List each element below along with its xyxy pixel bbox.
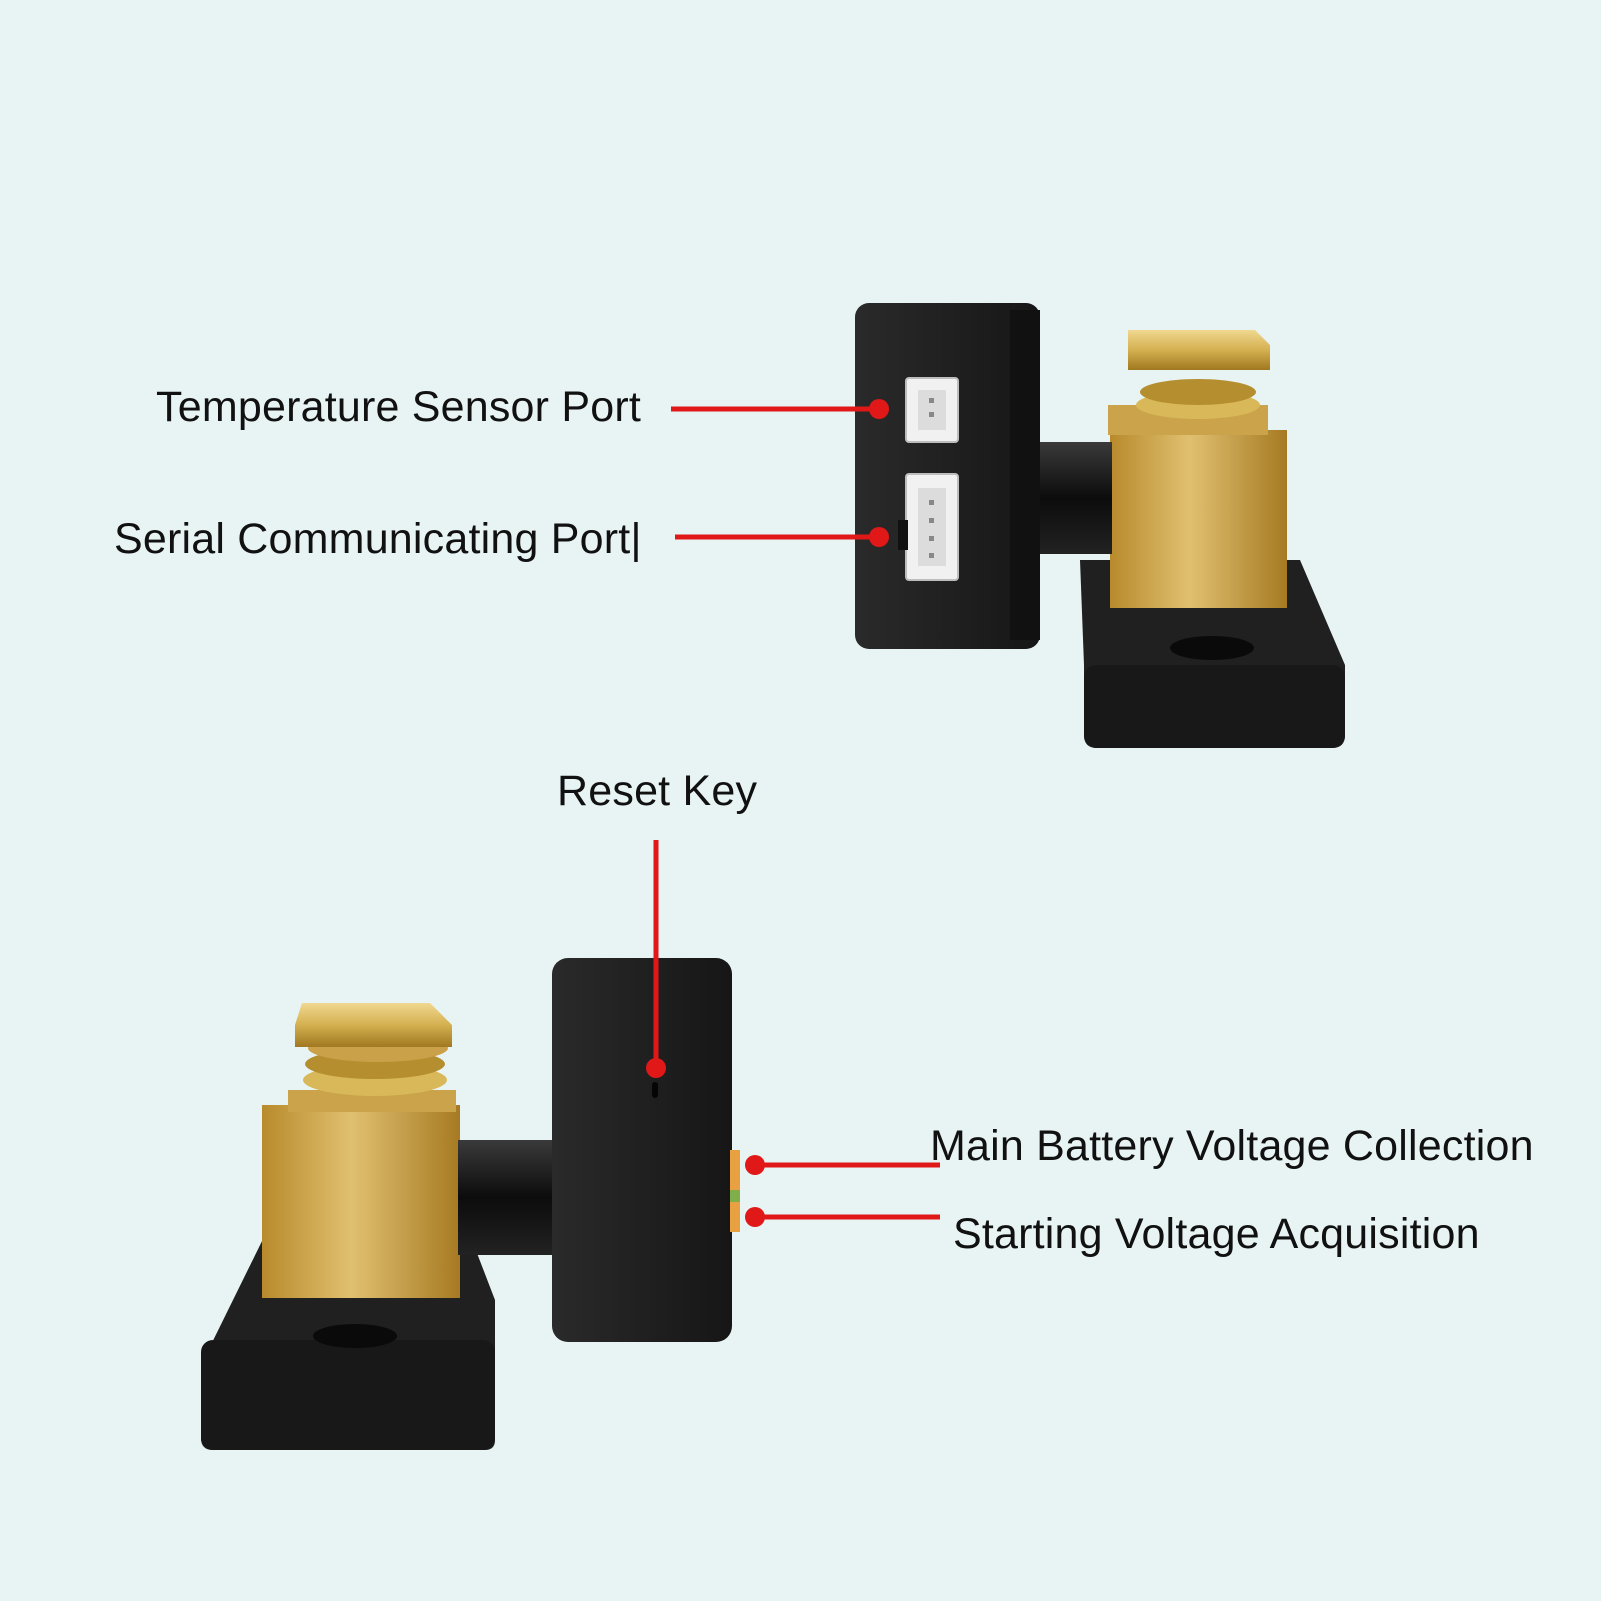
bottom-device-body xyxy=(552,958,732,1342)
callout-dot-serial xyxy=(869,527,889,547)
starting-voltage-terminal xyxy=(730,1202,740,1232)
label-main-battery-voltage-collection: Main Battery Voltage Collection xyxy=(930,1122,1534,1170)
temperature-sensor-connector xyxy=(905,377,959,443)
callout-dot-starting xyxy=(745,1207,765,1227)
bottom-shunt-device xyxy=(201,958,740,1450)
callout-dot-temperature xyxy=(869,399,889,419)
callout-dot-main-battery xyxy=(745,1155,765,1175)
callouts xyxy=(646,399,940,1227)
bottom-brass-terminal xyxy=(262,1105,460,1298)
label-temperature-sensor-port: Temperature Sensor Port xyxy=(156,383,641,431)
callout-dot-reset xyxy=(646,1058,666,1078)
top-hex-nut xyxy=(1128,330,1270,370)
label-reset-key: Reset Key xyxy=(557,767,758,815)
reset-key-hole xyxy=(652,1082,658,1098)
top-shunt-device xyxy=(855,303,1345,748)
bottom-hex-nut xyxy=(295,1003,452,1047)
serial-port-connector xyxy=(898,473,959,581)
top-brass-terminal xyxy=(1110,430,1287,608)
label-serial-communicating-port: Serial Communicating Port| xyxy=(114,515,642,563)
label-starting-voltage-acquisition: Starting Voltage Acquisition xyxy=(953,1210,1480,1258)
main-voltage-terminal xyxy=(730,1150,740,1190)
